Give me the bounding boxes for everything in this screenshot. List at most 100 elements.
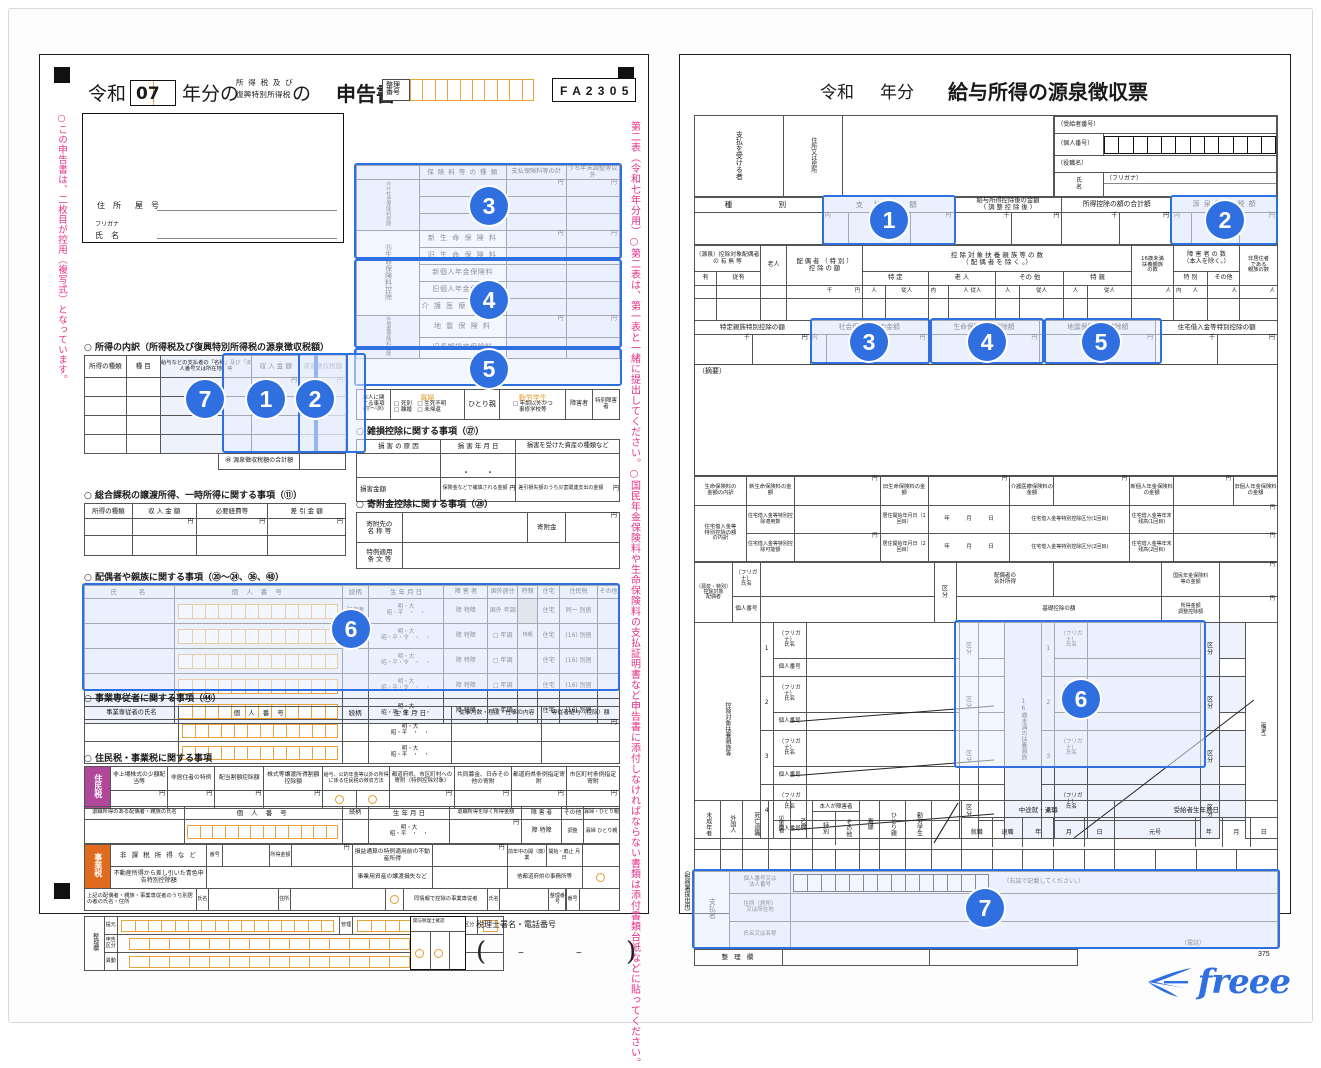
st-minor: 未成年者: [693, 800, 722, 850]
donation-table[interactable]: 寄附先の名 称 等 寄附金 円 特例適用条 文 等: [356, 512, 621, 569]
biz-circ[interactable]: [581, 866, 621, 889]
sep-succ-label: 同情報で控除の事業専従者: [403, 888, 489, 911]
det-hl-4: 住宅借入金等特別控除可能額: [745, 533, 795, 562]
summary-box[interactable]: （摘要）: [694, 364, 1278, 476]
det-hl-7: 住宅借入金等年末残高(2回目): [1129, 533, 1175, 562]
separate-address-table[interactable]: 上記の配偶者・親族・事業専従者のうち別居の者の氏名・住所 氏名 住所 同情報で控…: [84, 888, 620, 911]
emp-col-2: 続柄: [341, 706, 369, 720]
personal-matters-table[interactable]: 本人に関する事項(⑰〜⑳) 寡婦 □ 死別 □ 生死不明□ 離婚 □ 未帰還 ひ…: [356, 389, 620, 420]
marker-4-right: 4: [968, 323, 1006, 361]
donation-amount-label: 寄附金: [527, 512, 567, 543]
spouse-dependents-table[interactable]: （源泉・特別）控除対象配偶者 （フリガナ）氏名 区分 配偶者の合計所得 国民年金…: [694, 562, 1278, 623]
marker-5-left: 5: [470, 350, 508, 388]
address-block[interactable]: 住 所 屋 号 フリガナ 氏 名: [82, 113, 344, 243]
transfer-section-heading: ○ 総合課税の譲渡所得、一時所得に関する事項（⑪）: [84, 491, 302, 501]
tail-ref-table[interactable]: 整理番号: [548, 888, 621, 911]
transfer-unit-2: 円: [195, 518, 269, 536]
marker-2-right: 2: [1206, 201, 1244, 239]
r1-type-label: 種 別: [694, 196, 823, 213]
left-right-note: 第二表（令和七年分用）○第二表は、第一表と一緒に提出してください。○国民年金保険…: [628, 121, 640, 1068]
r1-thousand-a: 千: [953, 212, 1013, 245]
resdep-disab[interactable]: 障 特障: [521, 819, 563, 844]
resdep-other[interactable]: 調整: [561, 819, 585, 844]
dep-num-2: 2: [759, 676, 774, 731]
casualty-table[interactable]: 損 害 の 原 因 損 害 年 月 日 損害を受けた資産の種類など ・ ・ 損害…: [356, 439, 620, 502]
biz-col-amt: 所得金額: [269, 844, 292, 867]
resdep-col-0: 退職所得のある配偶者・親族の氏名: [84, 806, 185, 820]
r2-dependents-head: 控 除 対 象 扶 養 親 族 等 の 数（ 配 偶 者 を 除 く 。）: [862, 245, 1132, 272]
transfer-col-2: 必要経費等: [195, 503, 269, 519]
det-old-life: 旧生命保険料の金額: [879, 476, 929, 506]
personal-single-parent: ひとり親: [463, 389, 501, 420]
r2-sp-3: 従人: [1086, 285, 1133, 299]
receiver-no-label: （受給者番号）: [1054, 116, 1277, 134]
personal-widow: 寡婦 □ 死別 □ 生死不明□ 離婚 □ 未帰還: [389, 389, 465, 420]
dependents-count-table[interactable]: （源泉）控除対象配偶者の 有 無 等 老人 配 偶 者 （ 特 別 ）控 除 の…: [694, 245, 1278, 321]
biz-col-3: 事業用資産の譲渡損失など: [351, 866, 434, 889]
dep-mynum-1: 個人番号: [772, 658, 807, 677]
transfer-unit-3: 円: [267, 518, 346, 536]
tax-agent-label: 税理士署名・電話番号: [476, 920, 556, 929]
payer-header-table[interactable]: 支払を受ける者 住所又は居所 （受給者番号） （個人番号）: [693, 115, 1278, 198]
post-name-label: （役職名）: [1054, 155, 1277, 173]
resident-table[interactable]: 住民税 非上場株式の少額配当等 非居住者の特例 配当割額控除額 株式等譲渡所得割…: [83, 766, 621, 809]
status-row-table[interactable]: 未成年者 外国人 死亡退職 災害者 乙欄 本人が障害者 特別 その他: [693, 800, 1278, 872]
transfer-col-1: 収 入 金 額: [131, 503, 197, 519]
income-col-type: 所得の種類: [84, 355, 127, 378]
confirm-label: 関与税理士確認: [413, 918, 445, 923]
employee-heading: ○ 事業専従者に関する事項（㊹）: [84, 694, 221, 704]
marker-6-right: 6: [1062, 680, 1100, 718]
resdep-col-6: その他: [561, 806, 585, 820]
resdep-widow[interactable]: 寡婦 ひとり親: [583, 819, 620, 844]
st-single: ひとり親: [878, 800, 906, 850]
sep-addr-label: 住所: [277, 888, 291, 911]
sep-name2: 氏名: [487, 888, 501, 911]
st-student: 勤労学生: [904, 800, 932, 850]
business-tax-table[interactable]: 事業税 非 課 税 所 得 な ど 番号 所得金額 円 損益通算の特例適用前の不…: [83, 844, 621, 889]
sp-total-label: 配偶者の合計所得: [955, 562, 1055, 597]
det-hl-6: 住宅借入金等特別控除区分(2回目): [1009, 533, 1131, 562]
tax-agent-paren-close: ): [626, 937, 637, 967]
ref-number-label-box: 整理番号: [382, 79, 410, 101]
det-hl-1: 居住開始年月日（1回目）: [879, 505, 929, 534]
ref-number-cells[interactable]: [410, 79, 534, 101]
insurance-detail-table[interactable]: 生命保険料の金額の内訳 新生命保険料の金額 円 旧生命保険料の金額 円 介護医療…: [694, 476, 1278, 562]
seiri-side: 整理欄: [84, 916, 105, 971]
footer-page-num: 375: [1258, 951, 1270, 958]
employee-table[interactable]: 事業専従者の氏名 個 人 番 号 続柄 生 年 月 日 従事月数・程度・仕事の内…: [84, 706, 620, 764]
dependent-heading: ○ 配偶者や親族に関する事項（⑳〜㉔、㊱、㊽）: [84, 573, 284, 583]
biz-col-no: 番号: [206, 844, 224, 867]
casualty-disaster-label: 円差引損失額のうち災害関連支出の金額: [515, 477, 620, 502]
marker-7-left: 7: [186, 380, 224, 418]
transfer-table[interactable]: 所得の種類 収 入 金 額 必要経費等 差 引 金 額 円 円 円: [84, 503, 346, 556]
r1-unit-c: 円: [1119, 212, 1173, 245]
r1-total-label: 所得控除の額の合計額: [1061, 196, 1173, 213]
r3-u-0: 円: [751, 334, 811, 365]
addr-side-label: 住所又は居所: [783, 115, 843, 198]
donation-heading: ○ 寄附金控除に関する事項（㉘）: [356, 500, 493, 510]
resident-dependent-table[interactable]: 退職所得のある配偶者・親族の氏名 個 人 番 号 続柄 生 年 月 日 退職所得…: [84, 806, 620, 844]
dep-mynum-3: 個人番号: [772, 766, 807, 785]
r1-after-label: 給与所得控除後の金額（ 調 整 控 除 後 ）: [953, 196, 1063, 213]
r2-p-nr: 人: [1239, 285, 1278, 299]
dep-num-3: 3: [759, 730, 774, 785]
resdep-col-5: 障 害 者: [521, 806, 563, 820]
r2-spouse-special: 配 偶 者 （ 特 別 ）控 除 の 額: [786, 245, 863, 286]
income-section-heading: ○ 所得の内訳（所得税及び復興特別所得税の源泉徴収税額）: [84, 343, 329, 353]
r2-in-1: 内: [927, 285, 950, 299]
footer-seiri-table[interactable]: 整 理 欄: [694, 949, 1078, 966]
payer-address-field[interactable]: [841, 115, 1055, 198]
r2-p-0: 人: [861, 285, 887, 299]
sep-circ[interactable]: [385, 888, 405, 911]
res-method-jibun[interactable]: [355, 790, 391, 809]
dep-num-1: 1: [759, 622, 774, 677]
footer-seiri-label: 整 理 欄: [694, 949, 783, 966]
casualty-col-1: 損 害 年 月 日: [439, 439, 517, 454]
form-code-value: F A 2 3 0 5: [560, 84, 630, 98]
r2-aged: 老人: [760, 245, 787, 286]
mynumber-cells[interactable]: [1103, 133, 1277, 156]
mynumber-label: （個人番号）: [1054, 133, 1104, 156]
res-col-3: 株式等譲渡所得割額控除額: [263, 766, 324, 791]
confirm-box[interactable]: 関与税理士確認: [410, 916, 466, 970]
sp-block-label: （源泉・特別）控除対象配偶者: [694, 562, 733, 623]
